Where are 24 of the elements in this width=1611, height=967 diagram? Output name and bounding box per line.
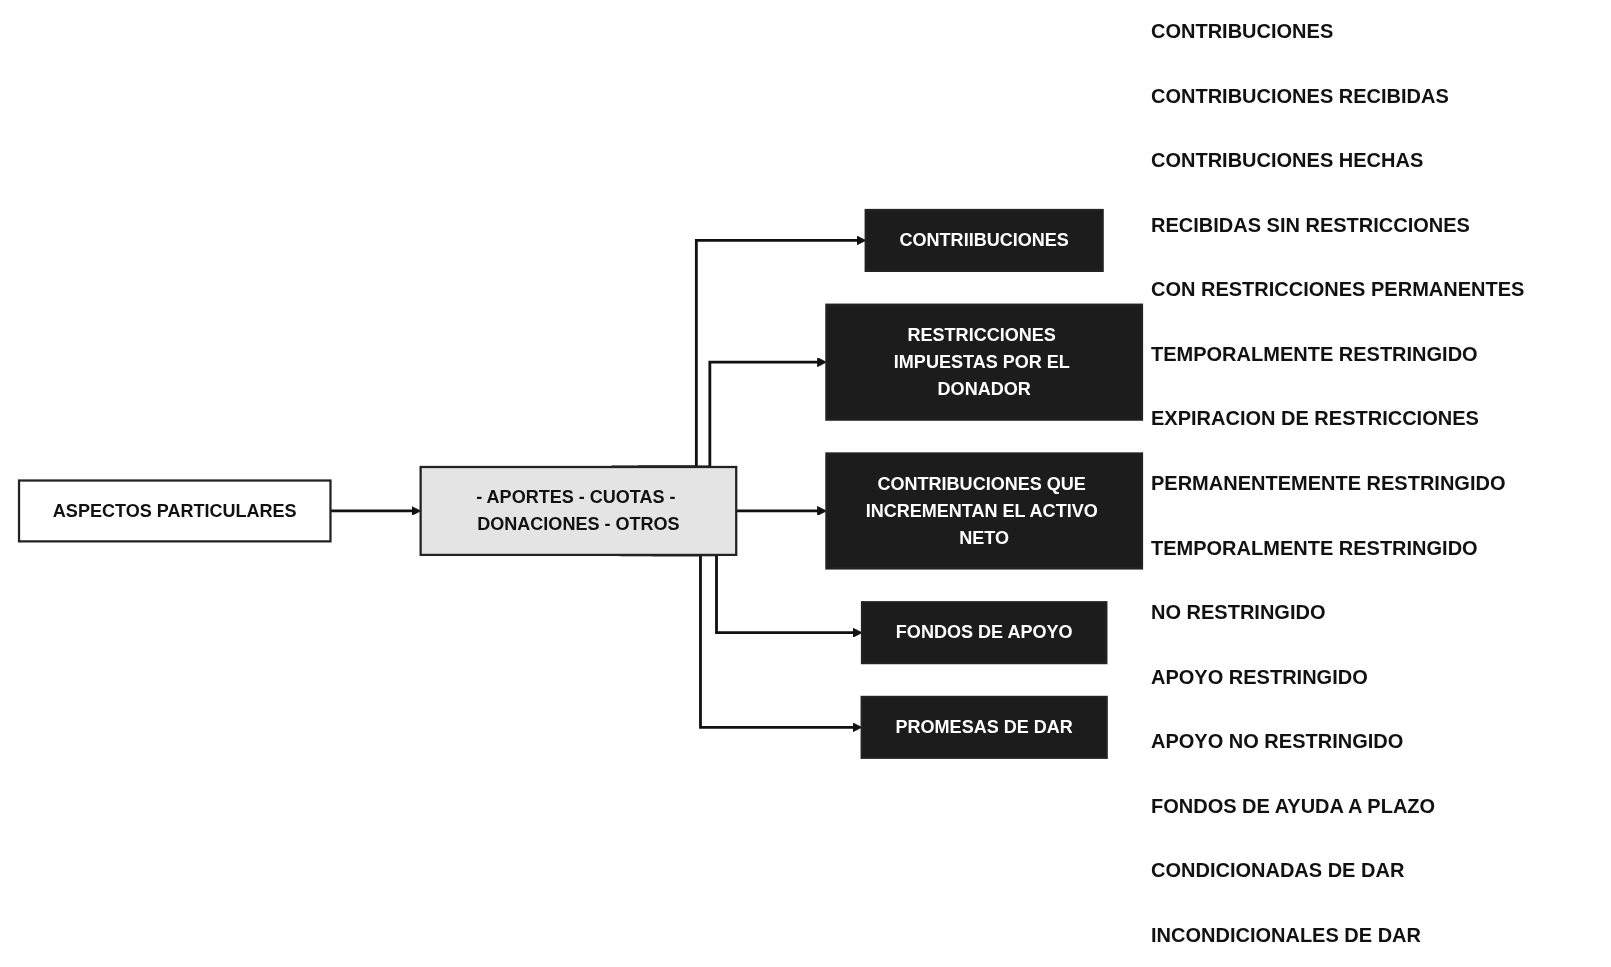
node-box	[864, 208, 1104, 272]
term-label: NO RESTRINGIDO	[1151, 601, 1327, 625]
node-box	[825, 303, 1144, 421]
term-label: CON RESTRICCIONES PERMANENTES	[1151, 278, 1526, 302]
term-label: APOYO NO RESTRINGIDO	[1151, 730, 1405, 754]
term-label: CONTRIBUCIONES HECHAS	[1151, 149, 1425, 173]
term-label: APOYO RESTRINGIDO	[1151, 665, 1369, 689]
term-label: TEMPORALMENTE RESTRINGIDO	[1151, 536, 1479, 560]
term-label: CONTRIBUCIONES RECIBIDAS	[1151, 84, 1450, 108]
flowchart: ASPECTOS PARTICULARES - APORTES - CUOTAS - DONACIONES - OTROS CONTRIIBUCIONES RESTRICCIONES IMPUESTAS POR EL DONADOR CONTRIBUCIONES QUE INCREMENTAN EL ACTIVO NETO FONDOS DE APOYO PROMESAS DE DAR	[10, 200, 1151, 767]
node-box	[419, 465, 738, 556]
term-label: EXPIRACION DE RESTRICCIONES	[1151, 407, 1480, 431]
node-box	[860, 695, 1108, 759]
node-box	[825, 451, 1144, 570]
term-label: CONDICIONADAS DE DAR	[1151, 859, 1406, 883]
node-box	[860, 600, 1108, 664]
node-box	[17, 479, 332, 543]
term-label: CONTRIBUCIONES	[1151, 20, 1335, 43]
term-label: RECIBIDAS SIN RESTRICCIONES	[1151, 213, 1471, 237]
term-label: TEMPORALMENTE RESTRINGIDO	[1151, 342, 1479, 366]
term-label: FONDOS DE AYUDA A PLAZO	[1151, 794, 1437, 818]
term-label: INCONDICIONALES DE DAR	[1151, 923, 1422, 947]
arrow	[736, 505, 827, 516]
term-label: PERMANENTEMENTE RESTRINGIDO	[1151, 471, 1507, 495]
